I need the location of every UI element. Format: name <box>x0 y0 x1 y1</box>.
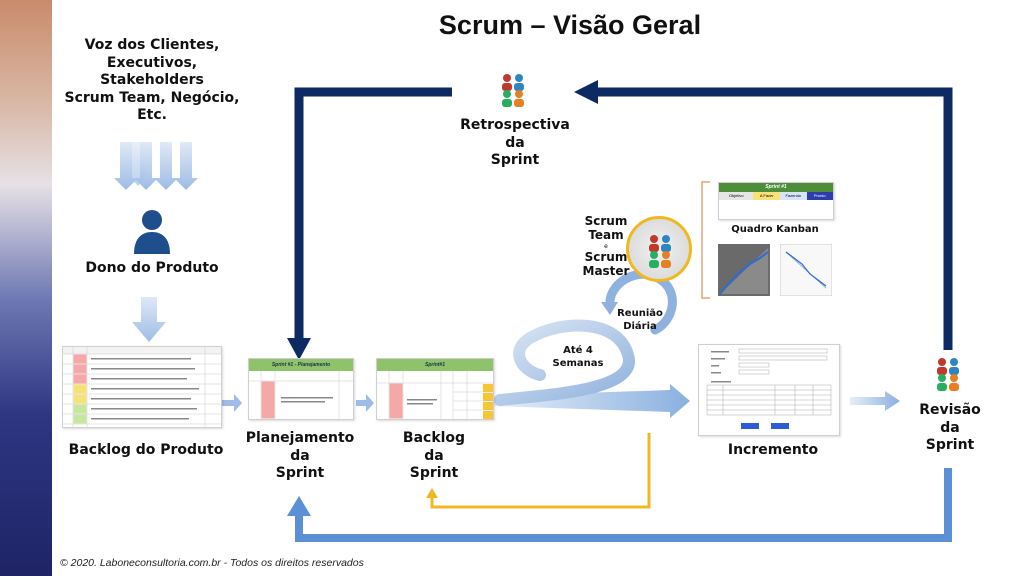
sprint-review-label: Revisão da Sprint <box>919 402 981 453</box>
copyright-footer: © 2020. Laboneconsultoria.com.br - Todos… <box>60 557 364 569</box>
increment-document <box>698 344 840 436</box>
kanban-col-objective: Objetivo <box>719 192 754 200</box>
burndown-chart-thumbnail <box>780 244 832 296</box>
scrum-team-circle <box>626 216 692 282</box>
sprint-loop <box>494 319 635 406</box>
retrospective-label: Retrospectiva da Sprint <box>460 117 570 168</box>
review-to-retro-arrow <box>598 87 953 350</box>
increment-to-sprintbacklog-yellow-arrow <box>430 433 651 509</box>
sprint-planning-label: Planejamento da Sprint <box>245 430 355 481</box>
product-owner-label: Dono do Produto <box>85 260 219 276</box>
sprint-backlog-document: Sprint#1 <box>376 358 494 420</box>
burnup-chart-thumbnail <box>718 244 770 296</box>
planning-to-sprintbacklog-arrow <box>356 394 374 412</box>
retro-to-planning-arrow <box>294 87 452 340</box>
daily-meeting-label: Reunião Diária <box>617 308 663 332</box>
kanban-board-label: Quadro Kanban <box>731 224 819 235</box>
increment-to-review-arrow <box>850 391 900 411</box>
increment-label: Incremento <box>727 442 819 458</box>
kanban-col-doing: Fazendo <box>779 192 807 200</box>
scrum-team-label: Scrum Team e Scrum Master <box>582 214 630 279</box>
page-title: Scrum – Visão Geral <box>438 10 702 40</box>
person-icon <box>134 210 170 254</box>
sprint-planning-document: Sprint #1 - Planejamento <box>248 358 354 420</box>
sprint-to-increment-arrow <box>494 384 690 418</box>
owner-to-backlog-arrow <box>132 297 166 342</box>
sprint-length-label: Até 4 Semanas <box>552 345 604 369</box>
review-to-planning-return-arrow <box>295 468 952 542</box>
decorative-side-image <box>0 0 52 576</box>
product-backlog-label: Backlog do Produto <box>68 442 224 458</box>
backlog-to-planning-arrow <box>222 394 242 412</box>
team-icon <box>937 358 959 391</box>
sprint-backlog-label: Backlog da Sprint <box>402 430 466 481</box>
kanban-col-done: Pronto <box>806 192 833 200</box>
stakeholders-label: Voz dos Clientes, Executivos, Stakeholde… <box>64 37 240 123</box>
stakeholder-down-arrows <box>114 142 198 190</box>
kanban-col-todo: A Fazer <box>753 192 780 200</box>
product-backlog-document <box>62 346 222 428</box>
kanban-board-table: Sprint #1 Objetivo A Fazer Fazendo Pront… <box>718 182 834 220</box>
kanban-bracket <box>701 181 710 299</box>
team-icon <box>649 235 671 268</box>
team-icon <box>502 74 524 107</box>
